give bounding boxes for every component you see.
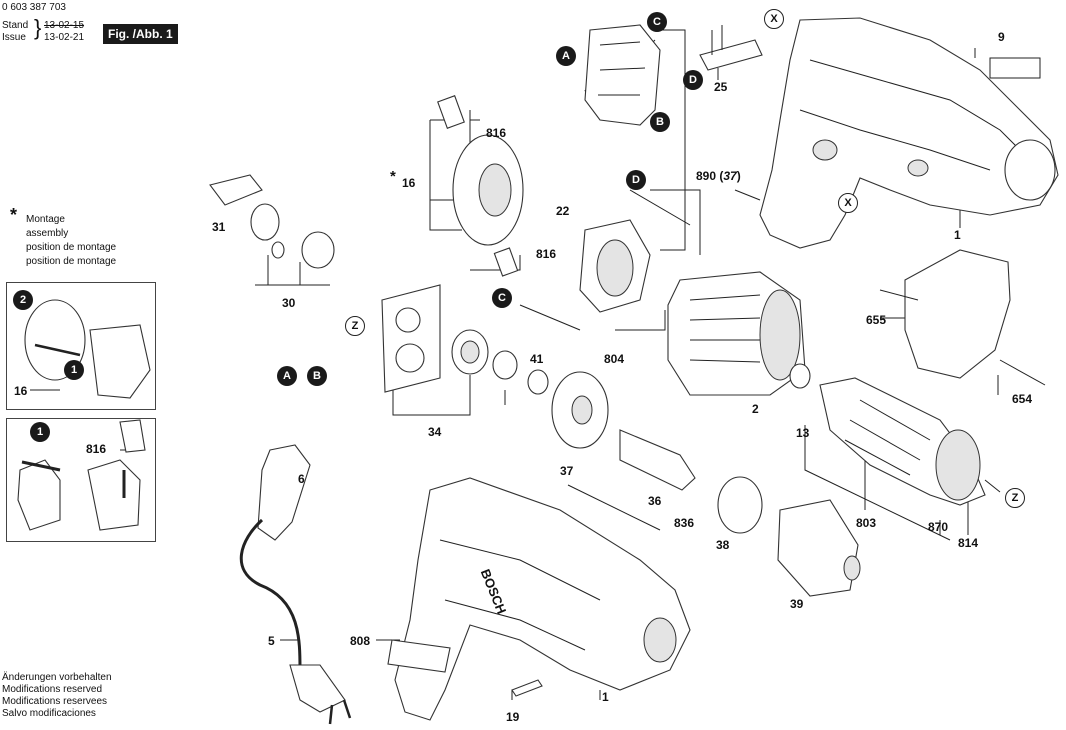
footer-note-4: Salvo modificaciones — [2, 708, 96, 719]
armature — [819, 377, 1001, 506]
inset-box-bottom — [6, 418, 156, 542]
callout-6: 6 — [298, 472, 305, 486]
brush-plate — [437, 95, 691, 331]
callout-25: 25 — [714, 80, 728, 94]
callout-38: 38 — [716, 538, 730, 552]
callout-34: 34 — [428, 425, 442, 439]
small-parts-left — [209, 174, 549, 395]
marker-1-inset-bottom: 1 — [30, 422, 50, 442]
callout-41: 41 — [530, 352, 544, 366]
callout-836: 836 — [674, 516, 695, 530]
callout-30: 30 — [282, 296, 296, 310]
inset-drawings — [17, 299, 151, 531]
issue-label: Issue — [2, 32, 26, 43]
brace-icon: } — [34, 15, 42, 40]
power-cable — [239, 444, 352, 725]
callout-39: 39 — [790, 597, 804, 611]
legend-line-1: Montage — [26, 214, 65, 225]
callout-654: 654 — [1012, 392, 1033, 406]
marker-b-cable: B — [307, 366, 327, 386]
callout-16: 16 — [402, 176, 416, 190]
inset-box-top — [6, 282, 156, 410]
marker-x-top: X — [764, 9, 784, 29]
callout-890-ref: 37 — [723, 169, 737, 183]
callout-816-mid: 816 — [536, 247, 557, 261]
callout-814: 814 — [958, 536, 979, 550]
air-guide — [879, 249, 1046, 386]
callout-870: 870 — [928, 520, 949, 534]
callout-2: 2 — [752, 402, 759, 416]
legend-line-4: position de montage — [26, 256, 117, 267]
marker-d-top: D — [683, 70, 703, 90]
callout-816-inset: 816 — [86, 442, 107, 456]
callout-1-bottom: 1 — [602, 690, 609, 704]
callout-16-inset: 16 — [14, 384, 28, 398]
switch-part — [584, 24, 763, 126]
marker-a-cable: A — [277, 366, 297, 386]
marker-z-right: Z — [1005, 488, 1025, 508]
marker-a-top: A — [556, 46, 576, 66]
callout-37: 37 — [560, 464, 574, 478]
callout-808: 808 — [350, 634, 371, 648]
legend-line-3: position de montage — [26, 242, 117, 253]
footer-note-2: Modifications reserved — [2, 684, 103, 695]
callout-655: 655 — [866, 313, 887, 327]
callout-890-number: 890 ( — [696, 169, 724, 183]
callout-803: 803 — [856, 516, 877, 530]
issue-date: 13-02-21 — [44, 32, 85, 43]
callout-5: 5 — [268, 634, 275, 648]
marker-b-top: B — [650, 112, 670, 132]
housing-half-top — [759, 17, 1059, 249]
footer-note-3: Modifications reservees — [2, 696, 108, 707]
marker-1-inset-top: 1 — [64, 360, 84, 380]
callout-16-star: * — [390, 168, 396, 185]
marker-x-housing: X — [838, 193, 858, 213]
callout-1-top: 1 — [954, 228, 961, 242]
callout-36: 36 — [648, 494, 662, 508]
legend-symbol: * — [10, 205, 18, 225]
callout-804: 804 — [604, 352, 625, 366]
figure-label: Fig. /Abb. 1 — [103, 24, 178, 44]
marker-c-top: C — [647, 12, 667, 32]
footer-notes: Änderungen vorbehalten Modifications res… — [2, 672, 112, 720]
marker-z-left: Z — [345, 316, 365, 336]
marker-c-mid: C — [492, 288, 512, 308]
callout-890: 890 (37) — [696, 169, 741, 183]
part-number: 0 603 387 703 — [2, 2, 66, 13]
gear-spindle-chuck — [551, 371, 861, 597]
stand-label: Stand — [2, 20, 29, 31]
stator-field — [667, 271, 811, 396]
housing-half-bottom — [387, 477, 691, 721]
legend-line-2: assembly — [26, 228, 69, 239]
callout-890-close: ) — [736, 169, 741, 183]
callout-22: 22 — [556, 204, 570, 218]
callout-9: 9 — [998, 30, 1005, 44]
callout-19: 19 — [506, 710, 520, 724]
marker-2-inset: 2 — [13, 290, 33, 310]
marker-d-mid: D — [626, 170, 646, 190]
stand-date: 13-02-15 — [44, 20, 85, 31]
callout-13: 13 — [796, 426, 810, 440]
callout-816-top: 816 — [486, 126, 507, 140]
footer-note-1: Änderungen vorbehalten — [2, 672, 112, 683]
callout-31: 31 — [212, 220, 226, 234]
